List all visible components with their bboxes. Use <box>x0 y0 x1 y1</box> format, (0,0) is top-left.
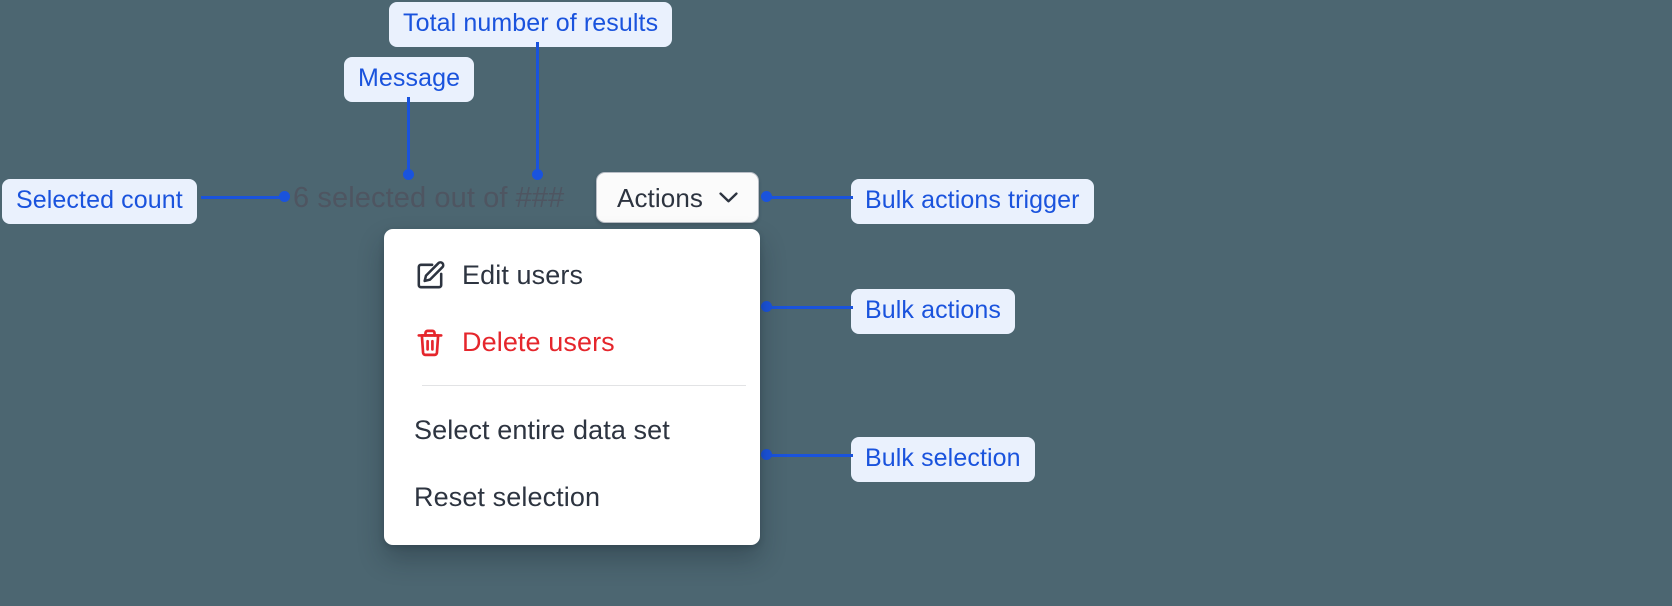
connector-dot-bulk-actions-trigger <box>761 191 772 202</box>
connector-dot-total-results <box>532 169 543 180</box>
annotation-bulk-actions-trigger: Bulk actions trigger <box>851 179 1094 224</box>
menu-item-label: Edit users <box>462 260 584 290</box>
connector-line-message <box>407 97 410 174</box>
connector-dot-bulk-selection <box>761 449 772 460</box>
annotation-bulk-actions: Bulk actions <box>851 289 1015 334</box>
menu-item-label: Select entire data set <box>414 415 670 445</box>
connector-dot-selected-count <box>279 191 290 202</box>
selection-message: 6 selected out of ### <box>293 182 565 214</box>
connector-line-bulk-actions-trigger <box>765 196 853 199</box>
bulk-actions-trigger-label: Actions <box>617 182 703 213</box>
menu-item-label: Reset selection <box>414 482 601 512</box>
connector-line-selected-count <box>201 196 285 199</box>
annotation-selected-count: Selected count <box>2 179 197 224</box>
menu-item-select-entire-data-set[interactable]: Select entire data set <box>384 397 760 464</box>
connector-dot-message <box>403 169 414 180</box>
connector-line-total-results <box>536 42 539 174</box>
menu-item-edit-users[interactable]: Edit users <box>384 242 760 309</box>
trash-icon <box>414 327 446 359</box>
menu-item-reset-selection[interactable]: Reset selection <box>384 464 760 531</box>
bulk-actions-trigger-button[interactable]: Actions <box>596 172 759 223</box>
annotation-bulk-selection: Bulk selection <box>851 437 1035 482</box>
annotation-message: Message <box>344 57 475 102</box>
pencil-square-icon <box>414 260 446 292</box>
menu-item-label: Delete users <box>462 327 615 357</box>
connector-line-bulk-actions <box>765 306 853 309</box>
annotation-total-number-of-results: Total number of results <box>389 2 673 47</box>
chevron-down-icon <box>719 192 738 203</box>
menu-separator <box>422 385 746 386</box>
bulk-actions-menu: Edit users Delete users Select entire da… <box>384 229 760 545</box>
menu-item-delete-users[interactable]: Delete users <box>384 309 760 376</box>
connector-dot-bulk-actions <box>761 301 772 312</box>
connector-line-bulk-selection <box>765 454 853 457</box>
